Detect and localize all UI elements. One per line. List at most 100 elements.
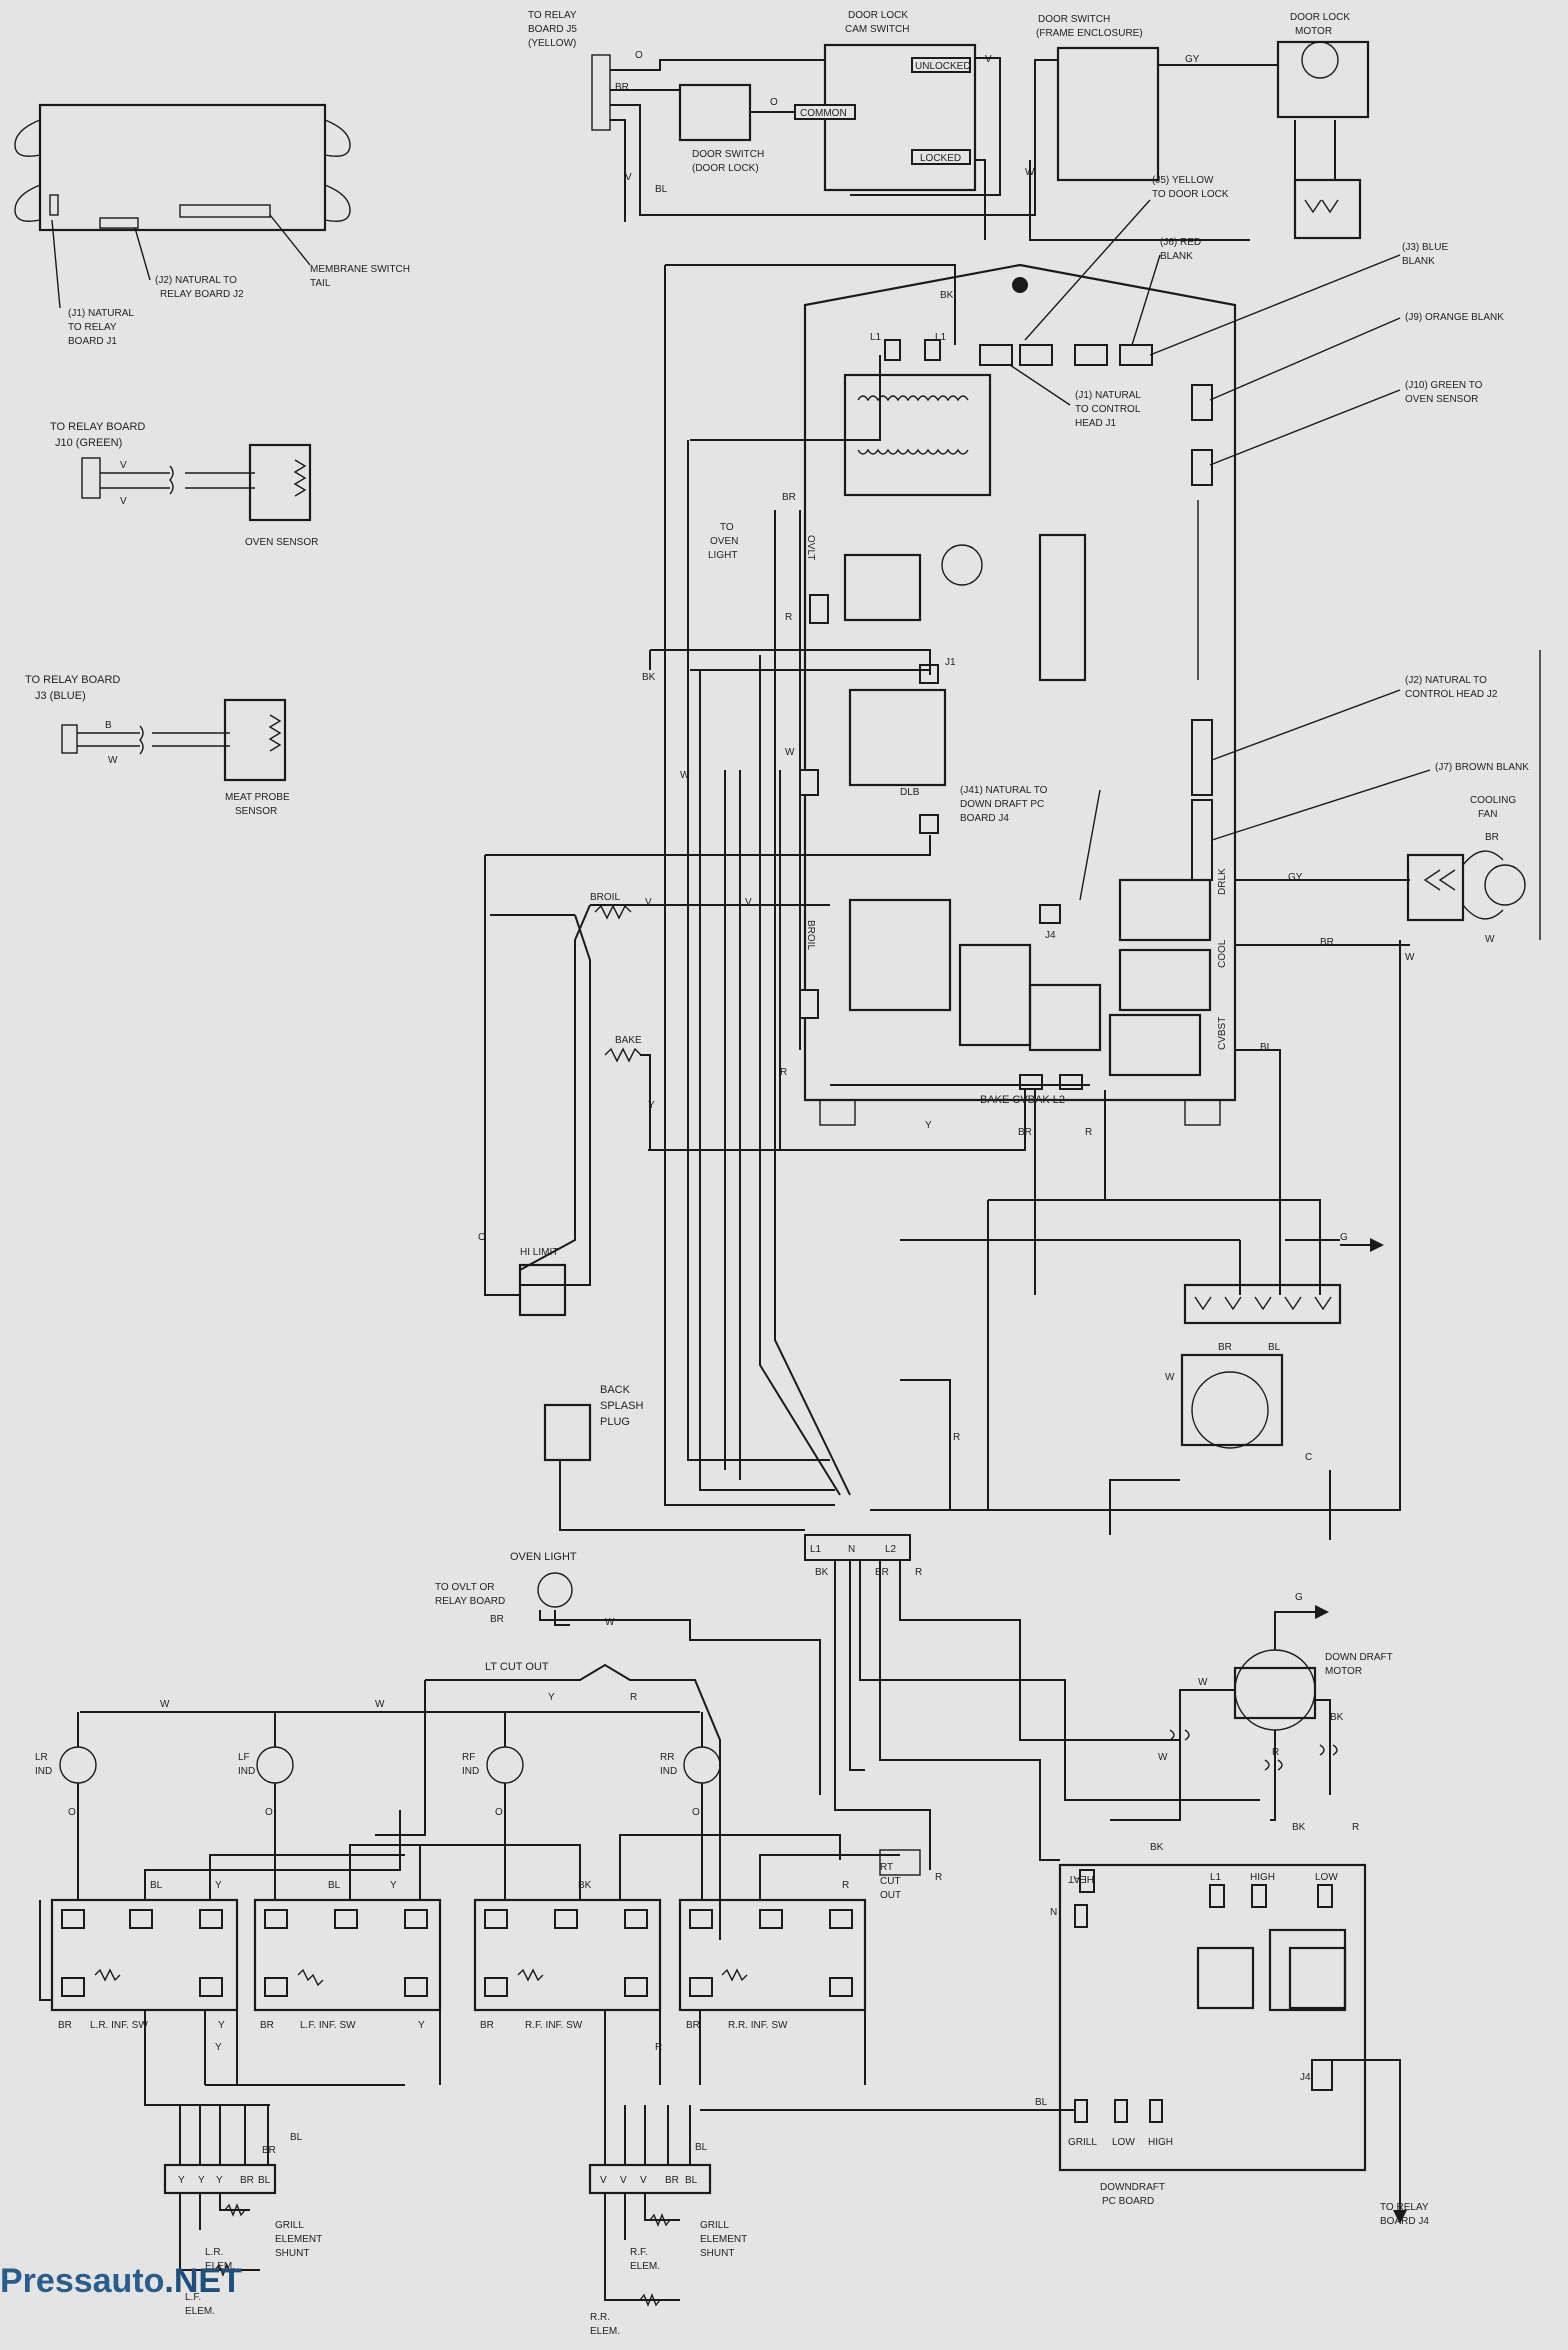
svg-text:BK: BK (1292, 1822, 1306, 1833)
svg-text:J4: J4 (1300, 2072, 1311, 2083)
svg-text:J3 (BLUE): J3 (BLUE) (35, 690, 86, 702)
svg-text:Y: Y (216, 2175, 223, 2186)
svg-text:O: O (478, 1232, 486, 1243)
svg-text:BL: BL (1260, 1042, 1273, 1053)
svg-text:ELEMENT: ELEMENT (700, 2234, 747, 2245)
svg-text:RELAY BOARD: RELAY BOARD (435, 1596, 505, 1607)
svg-text:R: R (785, 612, 792, 623)
svg-text:Y: Y (178, 2175, 185, 2186)
svg-text:ELEM.: ELEM. (630, 2261, 660, 2272)
svg-text:GY: GY (1185, 54, 1200, 65)
cooling-fan: COOLING FAN BR W (1406, 650, 1541, 945)
svg-text:BR: BR (490, 1614, 504, 1625)
svg-text:ELEM.: ELEM. (590, 2326, 620, 2337)
svg-text:O: O (635, 50, 643, 61)
label-hi-limit: HI LIMIT (520, 1247, 558, 1258)
svg-text:BR: BR (875, 1567, 889, 1578)
svg-text:W: W (785, 747, 795, 758)
svg-text:BL: BL (1035, 2097, 1048, 2108)
svg-text:Y: Y (418, 2020, 425, 2031)
svg-text:BL: BL (290, 2132, 303, 2143)
label-lf-sw: L.F. INF. SW (300, 2020, 356, 2031)
rr-ind-lamp: RR IND (660, 1746, 721, 1784)
svg-text:R: R (1272, 1747, 1279, 1758)
label-j1-natural: (J1) NATURAL (68, 308, 134, 319)
label-relay-j5: TO RELAY (528, 10, 577, 21)
convection-motor: G W BR BL C R (953, 1232, 1384, 1463)
svg-text:R: R (935, 1872, 942, 1883)
svg-text:ELEM.: ELEM. (185, 2306, 215, 2317)
svg-text:MOTOR: MOTOR (1295, 26, 1332, 37)
svg-text:O: O (265, 1807, 273, 1818)
label-membrane: MEMBRANE SWITCH (310, 264, 410, 275)
svg-text:GY: GY (1288, 872, 1303, 883)
label-rr-sw: R.R. INF. SW (728, 2020, 788, 2031)
label-locked: LOCKED (920, 153, 961, 164)
svg-text:L1: L1 (870, 332, 882, 343)
label-oven-sensor: OVEN SENSOR (245, 537, 318, 548)
label-j5-yellow: (J5) YELLOW (1152, 175, 1214, 186)
svg-text:BL: BL (695, 2142, 708, 2153)
svg-text:BR: BR (782, 492, 796, 503)
svg-text:IND: IND (238, 1766, 255, 1777)
label-door-switch-lock: DOOR SWITCH (692, 149, 764, 160)
svg-text:BL: BL (655, 184, 668, 195)
svg-text:HIGH: HIGH (1148, 2137, 1173, 2148)
svg-text:Y: Y (648, 1100, 655, 1111)
svg-text:V: V (120, 496, 127, 507)
label-to-ovlt: TO OVLT OR (435, 1582, 494, 1593)
label-door-lock-cam: DOOR LOCK (848, 10, 908, 21)
svg-text:W: W (1158, 1752, 1168, 1763)
svg-text:Y: Y (215, 2042, 222, 2053)
label-door-lock-motor: DOOR LOCK (1290, 12, 1350, 23)
svg-text:HEAT: HEAT (1068, 1873, 1094, 1884)
svg-text:BR: BR (1018, 1127, 1032, 1138)
svg-text:TO DOOR LOCK: TO DOOR LOCK (1152, 189, 1229, 200)
svg-text:V: V (120, 460, 127, 471)
oven-elements: BROIL BAKE HI LIMIT O V V Y Y BR R BK BK… (478, 290, 1415, 1317)
svg-text:O: O (68, 1807, 76, 1818)
svg-text:BOARD J1: BOARD J1 (68, 336, 117, 347)
svg-text:Y: Y (925, 1120, 932, 1131)
svg-text:DLB: DLB (900, 787, 920, 798)
label-bake-cvbak: BAKE CVBAK L2 (980, 1094, 1065, 1106)
svg-text:IND: IND (35, 1766, 52, 1777)
svg-text:J1: J1 (945, 657, 956, 668)
svg-text:SHUNT: SHUNT (275, 2248, 309, 2259)
svg-text:R: R (1085, 1127, 1092, 1138)
svg-text:BLANK: BLANK (1402, 256, 1435, 267)
label-lr-elem: L.R. (205, 2247, 223, 2258)
label-rf-sw: R.F. INF. SW (525, 2020, 583, 2031)
svg-text:L2: L2 (885, 1544, 897, 1555)
svg-text:PLUG: PLUG (600, 1416, 630, 1428)
svg-text:IND: IND (660, 1766, 677, 1777)
label-to-relay-j4: TO RELAY (1380, 2202, 1429, 2213)
svg-text:W: W (1165, 1372, 1175, 1383)
svg-text:W: W (160, 1699, 170, 1710)
svg-text:B: B (105, 720, 112, 731)
svg-text:DOWN DRAFT PC: DOWN DRAFT PC (960, 799, 1044, 810)
svg-text:SENSOR: SENSOR (235, 806, 277, 817)
svg-text:OVEN: OVEN (710, 536, 738, 547)
label-common: COMMON (800, 108, 847, 119)
svg-text:BOARD J4: BOARD J4 (1380, 2216, 1429, 2227)
svg-text:BOARD J4: BOARD J4 (960, 813, 1009, 824)
svg-text:BL: BL (1268, 1342, 1281, 1353)
svg-text:R: R (953, 1432, 960, 1443)
svg-text:ELEM.: ELEM. (205, 2261, 235, 2272)
svg-text:J10 (GREEN): J10 (GREEN) (55, 437, 122, 449)
svg-text:(FRAME ENCLOSURE): (FRAME ENCLOSURE) (1036, 28, 1143, 39)
svg-text:O: O (770, 97, 778, 108)
svg-text:W: W (680, 770, 690, 781)
label-broil: BROIL (590, 892, 620, 903)
svg-text:N: N (848, 1544, 855, 1555)
svg-text:W: W (1405, 952, 1415, 963)
terminal-block: BACK SPLASH PLUG L1 N L2 BK BR R (543, 1384, 922, 1578)
svg-text:L1: L1 (1210, 1872, 1222, 1883)
down-draft-motor: G DOWN DRAFT MOTOR W W R BK BK BK R (1110, 1592, 1393, 1853)
svg-text:N: N (1050, 1907, 1057, 1918)
meat-probe: TO RELAY BOARD J3 (BLUE) B W MEAT PROBE … (25, 674, 290, 817)
svg-text:HIGH: HIGH (1250, 1872, 1275, 1883)
svg-text:Y: Y (198, 2175, 205, 2186)
